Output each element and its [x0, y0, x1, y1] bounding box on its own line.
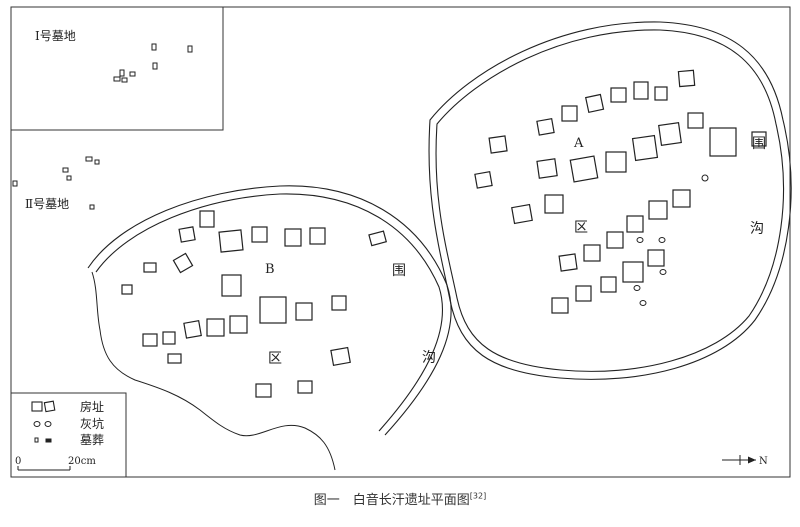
legend-ash-pit-label: 灰坑 — [80, 416, 104, 431]
zone-a-houses — [474, 69, 767, 314]
zone-a-qu: 区 — [574, 220, 588, 236]
figure-caption: 图一 白音长汗遗址平面图[32] — [0, 489, 800, 508]
zone-b-ditch — [87, 185, 452, 436]
legend-house-label: 房址 — [80, 399, 104, 414]
north-arrow: N — [722, 455, 768, 467]
zone-b-wei: 围 — [392, 263, 406, 279]
map-frame — [10, 6, 791, 478]
north-arrow-label: N — [759, 456, 768, 467]
zone-b-houses — [121, 210, 388, 398]
site-plan-map: Ⅰ号墓地 Ⅱ号墓地 A 区 围 沟 B 区 围 沟 房址 灰坑 墓葬 0 20c… — [10, 6, 792, 478]
legend-house-symbol-2 — [43, 400, 56, 413]
scale-zero: 0 — [15, 456, 21, 467]
cemetery-2-burials — [12, 156, 100, 210]
zone-b-qu: 区 — [268, 351, 282, 367]
zone-b-letter: B — [265, 262, 275, 277]
scale-length: 20cm — [68, 456, 96, 467]
zone-a-gou: 沟 — [750, 221, 764, 237]
cemetery-1-inset-box — [10, 6, 224, 131]
figure-caption-text: 图一 白音长汗遗址平面图 — [313, 493, 470, 508]
zone-b-bank-outline — [91, 271, 336, 471]
zone-a-letter: A — [573, 136, 584, 151]
cemetery-1-label: Ⅰ号墓地 — [35, 29, 76, 43]
legend: 房址 灰坑 墓葬 0 20cm — [10, 392, 127, 478]
figure-caption-ref: [32] — [469, 491, 487, 501]
cemetery-1-burials — [113, 43, 193, 83]
legend-burial-symbol — [34, 437, 39, 443]
legend-burial-symbol-2 — [45, 438, 52, 443]
legend-ash-pit-symbol-2 — [44, 421, 52, 427]
zone-b-gou: 沟 — [422, 350, 436, 366]
legend-burial-label: 墓葬 — [80, 433, 104, 447]
legend-house-symbol — [31, 401, 43, 412]
legend-box — [10, 392, 127, 478]
cemetery-2-label: Ⅱ号墓地 — [25, 197, 69, 211]
legend-ash-pit-symbol — [33, 421, 41, 427]
zone-a-ash-pits — [633, 174, 709, 306]
zone-a-ditch — [428, 21, 792, 380]
zone-a-wei: 围 — [752, 136, 766, 152]
